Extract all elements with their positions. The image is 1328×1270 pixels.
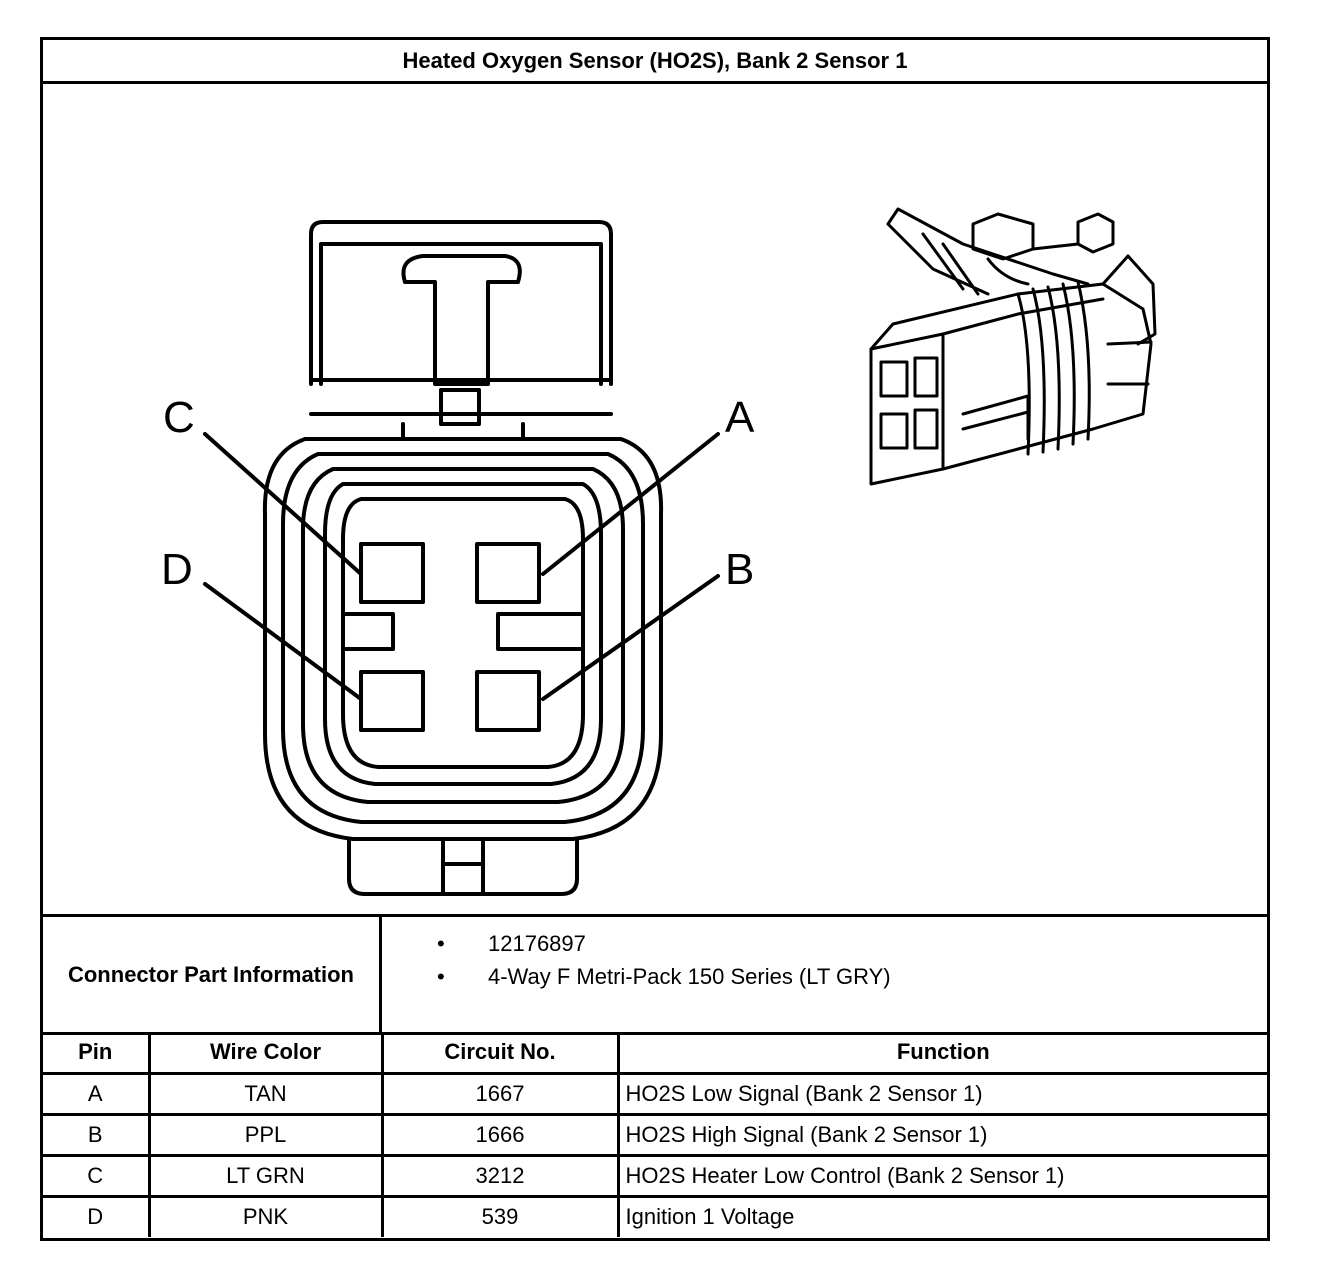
connector-info-label: Connector Part Information bbox=[43, 917, 382, 1032]
table-header-row: Pin Wire Color Circuit No. Function bbox=[43, 1032, 1267, 1075]
cell-circuit: 1667 bbox=[380, 1071, 620, 1116]
header-pin: Pin bbox=[43, 1032, 151, 1075]
cell-wire-color: LT GRN bbox=[147, 1153, 384, 1198]
header-function: Function bbox=[616, 1032, 1267, 1075]
table-row: B PPL 1666 HO2S High Signal (Bank 2 Sens… bbox=[43, 1112, 1267, 1157]
pin-label-a: A bbox=[725, 393, 755, 442]
bullet-icon: • bbox=[437, 931, 445, 956]
part-number: 12176897 bbox=[488, 931, 586, 956]
list-item: • 12176897 bbox=[382, 927, 891, 960]
cell-function: HO2S Heater Low Control (Bank 2 Sensor 1… bbox=[616, 1153, 1267, 1198]
cell-wire-color: TAN bbox=[147, 1071, 384, 1116]
pin-label-c: C bbox=[163, 393, 195, 442]
cell-circuit: 539 bbox=[380, 1194, 620, 1237]
connector-diagram-sheet: Heated Oxygen Sensor (HO2S), Bank 2 Sens… bbox=[40, 37, 1270, 1241]
connector-description: 4-Way F Metri-Pack 150 Series (LT GRY) bbox=[488, 964, 891, 989]
connector-drawing: C A D B bbox=[161, 207, 1157, 896]
pin-table: Pin Wire Color Circuit No. Function A TA… bbox=[43, 1032, 1267, 1237]
page-title: Heated Oxygen Sensor (HO2S), Bank 2 Sens… bbox=[43, 40, 1267, 84]
diagram-area: C A D B bbox=[43, 84, 1267, 914]
pin-label-b: B bbox=[725, 545, 754, 594]
list-item: • 4-Way F Metri-Pack 150 Series (LT GRY) bbox=[382, 960, 891, 993]
cell-function: HO2S Low Signal (Bank 2 Sensor 1) bbox=[616, 1071, 1267, 1116]
cell-pin: A bbox=[43, 1071, 151, 1116]
cell-circuit: 3212 bbox=[380, 1153, 620, 1198]
cell-function: Ignition 1 Voltage bbox=[616, 1194, 1267, 1237]
cell-function: HO2S High Signal (Bank 2 Sensor 1) bbox=[616, 1112, 1267, 1157]
cell-wire-color: PNK bbox=[147, 1194, 384, 1237]
table-row: C LT GRN 3212 HO2S Heater Low Control (B… bbox=[43, 1153, 1267, 1198]
bullet-icon: • bbox=[437, 964, 445, 989]
cell-pin: D bbox=[43, 1194, 151, 1237]
cell-circuit: 1666 bbox=[380, 1112, 620, 1157]
pin-label-d: D bbox=[161, 545, 193, 594]
cell-wire-color: PPL bbox=[147, 1112, 384, 1157]
cell-pin: C bbox=[43, 1153, 151, 1198]
header-circuit: Circuit No. bbox=[380, 1032, 620, 1075]
cell-pin: B bbox=[43, 1112, 151, 1157]
connector-part-information: Connector Part Information • 12176897 • … bbox=[43, 914, 1267, 1035]
table-row: A TAN 1667 HO2S Low Signal (Bank 2 Senso… bbox=[43, 1071, 1267, 1116]
header-wire-color: Wire Color bbox=[147, 1032, 384, 1075]
connector-front-view-icon bbox=[203, 220, 720, 896]
connector-info-list: • 12176897 • 4-Way F Metri-Pack 150 Seri… bbox=[382, 927, 891, 993]
table-row: D PNK 539 Ignition 1 Voltage bbox=[43, 1194, 1267, 1237]
connector-isometric-view-icon bbox=[869, 207, 1157, 486]
